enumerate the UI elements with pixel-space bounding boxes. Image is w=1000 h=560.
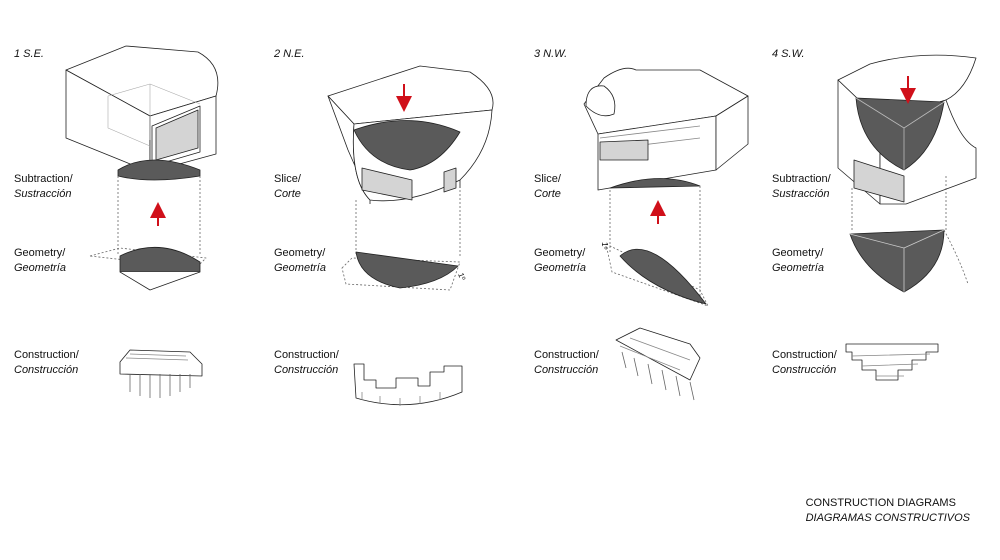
- volume-2: [328, 66, 493, 204]
- volume-1: [66, 46, 218, 180]
- construction-model-4: [846, 344, 938, 380]
- geometry-shape-1: [90, 247, 206, 290]
- angle-label-2: 1º: [456, 272, 467, 282]
- angle-label-3: 1º: [600, 242, 609, 249]
- volume-3: [584, 68, 748, 190]
- construction-model-2: [354, 364, 462, 406]
- construction-model-3: [616, 328, 700, 400]
- geometry-shape-2: 1º: [342, 252, 467, 290]
- construction-model-1: [120, 350, 202, 398]
- geometry-shape-3: 1º: [600, 242, 708, 306]
- geometry-shape-4: [850, 230, 968, 292]
